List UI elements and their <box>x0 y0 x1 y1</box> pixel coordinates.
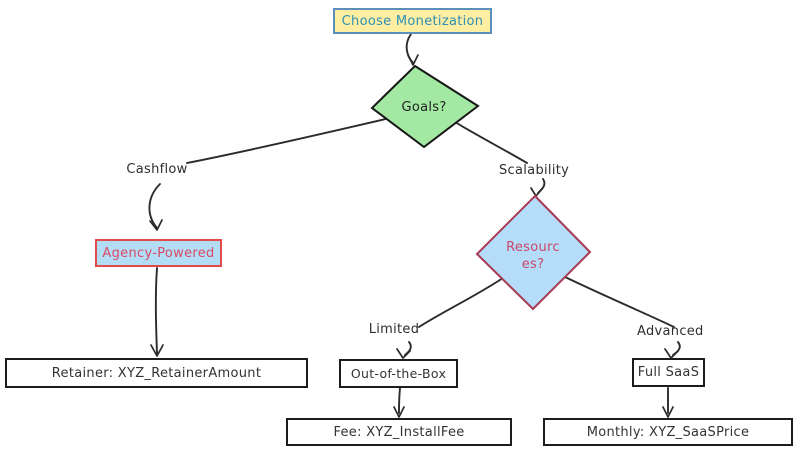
node-agency-powered: Agency-Powered <box>95 239 222 267</box>
edge-cashflow-to-agency <box>148 183 161 229</box>
decision-resources <box>475 194 592 311</box>
node-fee: Fee: XYZ_InstallFee <box>286 418 512 446</box>
node-full-saas: Full SaaS <box>632 358 705 387</box>
edge-goals-to-scalability <box>454 121 528 164</box>
edge-goals-to-cashflow <box>186 117 391 164</box>
decision-goals-label: Goals? <box>401 100 446 115</box>
arrowhead-goals <box>407 54 419 66</box>
decision-resources-label-line2: es? <box>522 257 545 272</box>
arrowhead-monthly <box>662 406 674 418</box>
arrowhead-fee <box>393 406 405 418</box>
arrowhead-resources <box>530 187 543 197</box>
arrowhead-agency <box>149 219 163 231</box>
decision-resources-label-line1: Resourc <box>506 240 560 255</box>
edge-ootb-to-fee <box>398 387 401 414</box>
decision-goals <box>370 64 480 149</box>
edge-label-advanced: Advanced <box>637 324 704 339</box>
arrowhead-ootb <box>396 348 411 359</box>
edge-agency-to-retainer <box>154 267 158 354</box>
node-choose-monetization: Choose Monetization <box>333 8 492 34</box>
arrowhead-retainer <box>150 344 164 357</box>
edge-resources-to-advanced <box>562 275 675 328</box>
node-monthly: Monthly: XYZ_SaaSPrice <box>543 418 793 446</box>
edge-label-limited: Limited <box>368 322 420 337</box>
edge-label-scalability: Scalability <box>499 163 570 178</box>
node-out-of-the-box: Out-of-the-Box <box>339 359 458 388</box>
arrowhead-fullsaas <box>664 348 679 359</box>
edge-label-cashflow: Cashflow <box>126 162 188 177</box>
node-retainer: Retainer: XYZ_RetainerAmount <box>5 358 308 388</box>
edge-resources-to-limited <box>418 275 507 328</box>
